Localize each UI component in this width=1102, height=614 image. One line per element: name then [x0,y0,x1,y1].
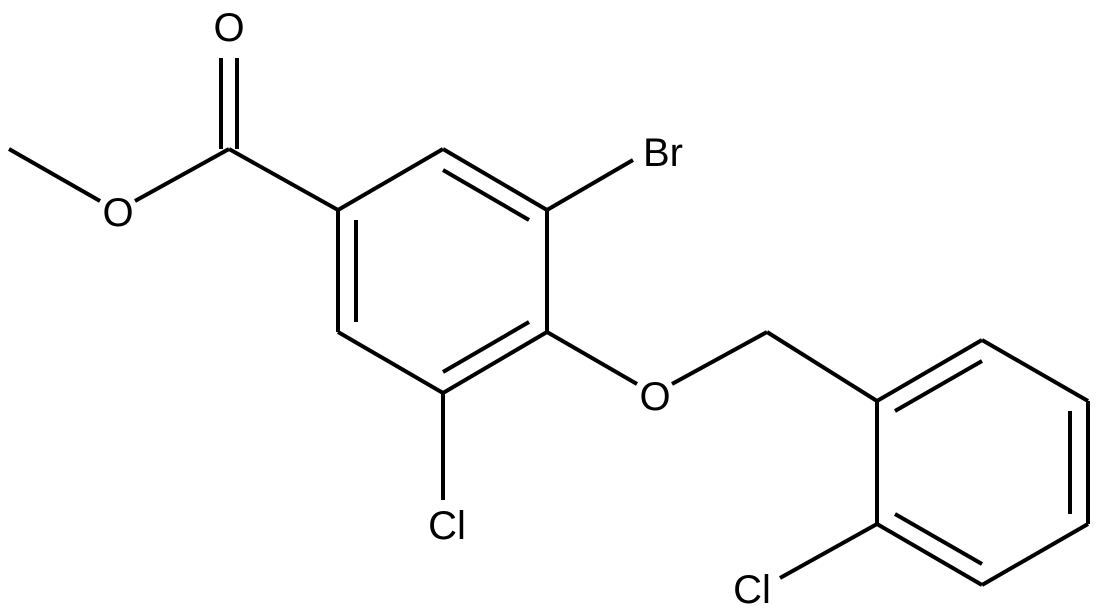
ring1-bond-c4-c5 [441,330,549,395]
ring2-inner-bond-c1-c2 [894,359,983,413]
ring2-inner-bond-c5-c6 [894,512,983,566]
ring2-bond-c2-c3 [981,338,1089,403]
ring1-bond-c1-c2 [336,147,445,212]
ring2-bond-c1-c2 [875,338,984,403]
ring1-inner-bond-c4-c5 [441,320,531,374]
bond-methyl-ester-oxygen [8,147,101,203]
methyl-ester-group [8,58,339,212]
ring2-bond-c4-c5 [981,522,1089,587]
bond-carbonyl-carbon-ring [228,147,339,212]
atom-label-ring-chlorine: Cl [428,504,466,548]
atom-label-ester-oxygen: O [102,191,133,235]
bond-ester-oxygen-carbonyl-carbon [134,147,230,203]
central-benzene-ring [336,147,549,395]
atom-labels: O O Br O Cl Cl [102,6,770,612]
chlorobenzyl-ring [779,338,1090,587]
ring1-bond-c5-c6 [336,330,445,395]
ring2-bond-c5-c6 [875,522,984,587]
atom-label-bromine: Br [643,131,683,175]
atom-label-ether-oxygen: O [639,375,670,419]
bond-ring-ether-oxygen [545,330,639,386]
central-ring-substituents [441,158,879,500]
bond-ring-bromine [545,158,635,212]
bond-ring2-chlorine [779,522,878,580]
bond-methylene-ring2 [765,330,879,403]
atom-label-benzyl-chlorine: Cl [733,568,771,612]
atom-label-carbonyl-oxygen: O [213,6,244,50]
bond-ether-oxygen-methylene [671,330,768,386]
ring1-inner-bond-c2-c3 [441,168,531,222]
ring1-bond-c2-c3 [441,147,549,212]
